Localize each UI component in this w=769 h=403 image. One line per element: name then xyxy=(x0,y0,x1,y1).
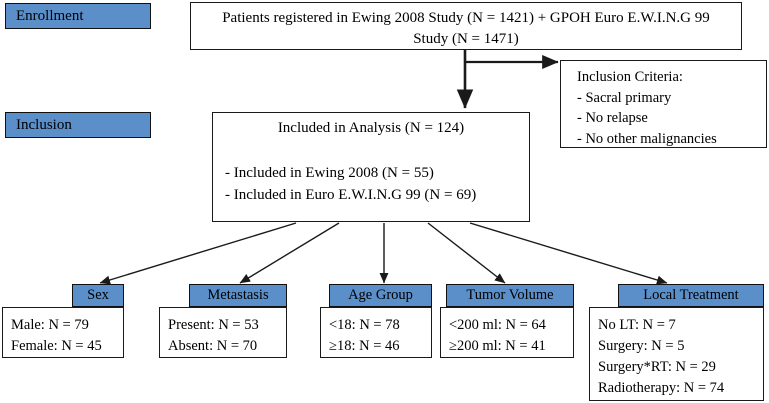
stage-label-enrollment: Enrollment xyxy=(5,3,151,29)
inclusion-criteria-item-3: - No other malignancies xyxy=(577,130,717,147)
category-header-local-treatment-text: Local Treatment xyxy=(643,287,739,303)
category-body-sex: Male: N = 79 Female: N = 45 xyxy=(2,307,124,358)
category-header-sex: Sex xyxy=(72,284,124,307)
inclusion-criteria-box: Inclusion Criteria: - Sacral primary - N… xyxy=(560,60,767,148)
category-local-treatment-row-4: Radiotherapy: N = 74 xyxy=(598,380,725,397)
category-header-age-group-text: Age Group xyxy=(348,287,413,303)
category-header-local-treatment: Local Treatment xyxy=(618,284,764,307)
category-body-local-treatment: No LT: N = 7 Surgery: N = 5 Surgery*RT: … xyxy=(589,307,764,401)
inclusion-criteria-item-1: - Sacral primary xyxy=(577,89,672,106)
category-local-treatment-row-3: Surgery*RT: N = 29 xyxy=(598,359,716,376)
category-local-treatment-row-2: Surgery: N = 5 xyxy=(598,338,685,355)
category-metastasis-row-2: Absent: N = 70 xyxy=(168,338,258,355)
category-body-age-group: <18: N = 78 ≥18: N = 46 xyxy=(320,307,432,358)
stage-label-inclusion-text: Inclusion xyxy=(16,116,72,133)
category-tumor-volume-row-2: ≥200 ml: N = 41 xyxy=(449,338,546,355)
category-sex-row-1: Male: N = 79 xyxy=(11,317,89,333)
category-body-metastasis: Present: N = 53 Absent: N = 70 xyxy=(159,307,287,358)
category-sex-row-2: Female: N = 45 xyxy=(11,338,102,355)
analysis-box-title: Included in Analysis (N = 124) xyxy=(277,120,465,136)
category-header-metastasis: Metastasis xyxy=(189,284,287,307)
category-header-age-group: Age Group xyxy=(329,284,432,307)
enrollment-line-1: Patients registered in Ewing 2008 Study … xyxy=(222,10,710,26)
stage-label-enrollment-text: Enrollment xyxy=(16,7,84,24)
category-header-tumor-volume-text: Tumor Volume xyxy=(466,287,554,303)
category-header-metastasis-text: Metastasis xyxy=(207,287,269,303)
stage-label-inclusion: Inclusion xyxy=(5,112,151,138)
analysis-box-line-1: - Included in Ewing 2008 (N = 55) xyxy=(225,165,434,181)
inclusion-criteria-heading: Inclusion Criteria: xyxy=(577,69,683,85)
category-metastasis-row-1: Present: N = 53 xyxy=(168,317,259,333)
category-header-tumor-volume: Tumor Volume xyxy=(446,284,574,307)
category-age-group-row-2: ≥18: N = 46 xyxy=(329,338,400,355)
inclusion-criteria-item-2: - No relapse xyxy=(577,110,648,127)
enrollment-box: Patients registered in Ewing 2008 Study … xyxy=(190,2,742,50)
analysis-box: Included in Analysis (N = 124) - Include… xyxy=(212,112,530,222)
category-header-sex-text: Sex xyxy=(87,287,109,303)
enrollment-line-2: Study (N = 1471) xyxy=(413,31,519,48)
analysis-box-line-2: - Included in Euro E.W.I.N.G 99 (N = 69) xyxy=(225,186,477,203)
category-local-treatment-row-1: No LT: N = 7 xyxy=(598,317,676,333)
category-body-tumor-volume: <200 ml: N = 64 ≥200 ml: N = 41 xyxy=(440,307,574,358)
category-age-group-row-1: <18: N = 78 xyxy=(329,317,400,333)
category-tumor-volume-row-1: <200 ml: N = 64 xyxy=(449,317,546,333)
